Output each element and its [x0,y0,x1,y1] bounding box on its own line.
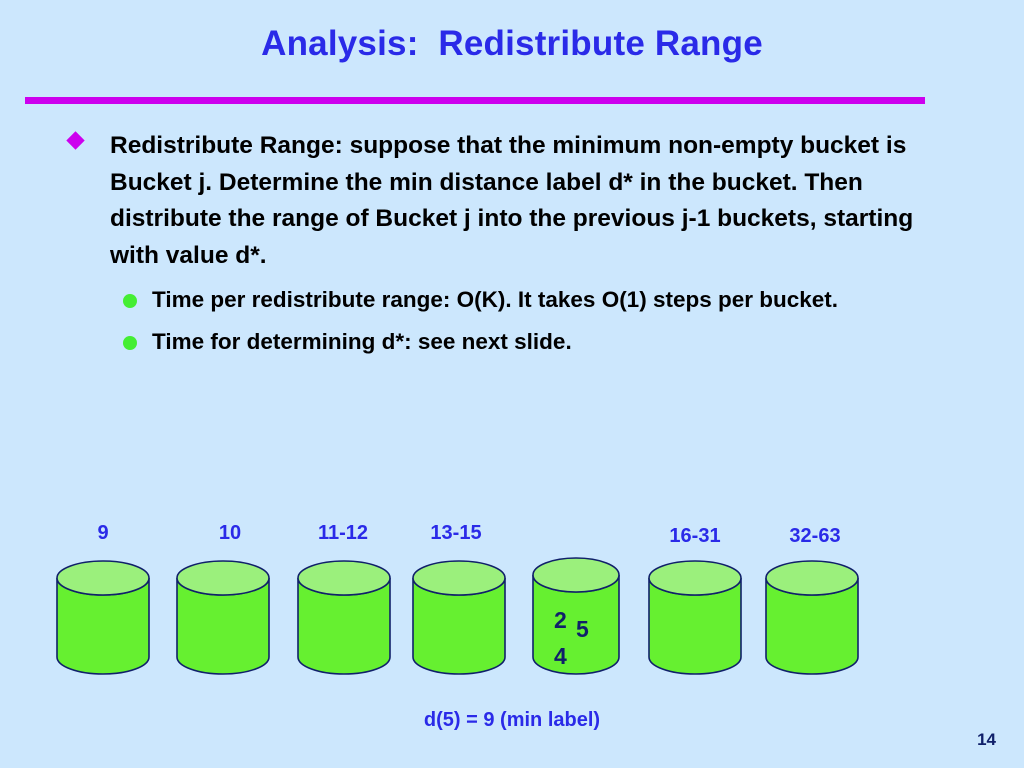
bullet-text: Time per redistribute range: O(K). It ta… [152,287,839,312]
bullet-text: Time for determining d*: see next slide. [152,329,572,354]
cylinder-shape [56,560,150,675]
cylinder-shape [765,560,859,675]
bucket-label-32-63: 32-63 [789,525,841,547]
cylinder-shape [176,560,270,675]
bucket-label-13-15: 13-15 [430,522,482,544]
cylinder-shape [648,560,742,675]
bucket-label-9: 9 [97,522,109,544]
bucket-cylinder-6[interactable] [648,560,742,675]
bucket-label-16-31: 16-31 [669,525,721,547]
bullet-item-level2: Time per redistribute range: O(K). It ta… [121,283,881,316]
circle-bullet-icon [123,294,137,308]
bucket-item-value: 4 [554,643,567,669]
page-title: Analysis: Redistribute Range [261,24,763,63]
circle-bullet-icon [123,336,137,350]
bucket-cylinder-2[interactable] [176,560,270,675]
bucket-label-10: 10 [218,522,242,544]
bucket-cylinder-7[interactable] [765,560,859,675]
bullet-item-level2: Time for determining d*: see next slide. [121,325,881,358]
diagram-caption: d(5) = 9 (min label) [423,709,601,731]
bucket-item-value: 2 [554,607,567,633]
bucket-cylinder-4[interactable] [412,560,506,675]
page-number: 14 [977,730,996,749]
bucket-label-11-12: 11-12 [317,522,369,544]
bullet-text: Redistribute Range: suppose that the min… [110,132,914,269]
cylinder-shape [297,560,391,675]
sub-bullet-list: Time per redistribute range: O(K). It ta… [66,283,966,358]
bucket-cylinder-3[interactable] [297,560,391,675]
bucket-item-value: 5 [576,616,589,642]
body-content: Redistribute Range: suppose that the min… [66,128,966,367]
bullet-item-level1: Redistribute Range: suppose that the min… [66,128,926,274]
diamond-bullet-icon [66,131,85,150]
cylinder-shape [532,557,620,675]
cylinder-shape [412,560,506,675]
bucket-cylinder-1[interactable] [56,560,150,675]
title-divider [25,97,925,104]
